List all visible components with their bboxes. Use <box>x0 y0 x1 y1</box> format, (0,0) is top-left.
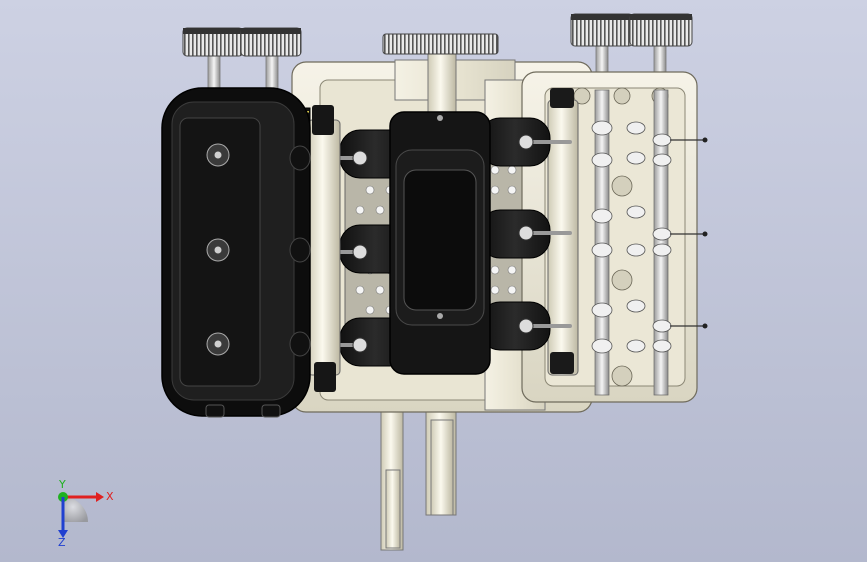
x-axis-arrow <box>63 492 104 502</box>
injector-nozzles <box>352 134 534 353</box>
x-axis-label: X <box>106 490 114 503</box>
z-axis-label: Z <box>58 536 66 548</box>
intake-plenum <box>389 111 491 375</box>
triad-orb <box>63 497 88 522</box>
z-axis-arrow <box>58 497 68 538</box>
left-cam-cover <box>161 87 311 418</box>
y-axis-label: Y <box>58 478 66 491</box>
left-fuel-rail <box>307 105 341 392</box>
coordinate-triad: X Y Z <box>58 478 114 548</box>
